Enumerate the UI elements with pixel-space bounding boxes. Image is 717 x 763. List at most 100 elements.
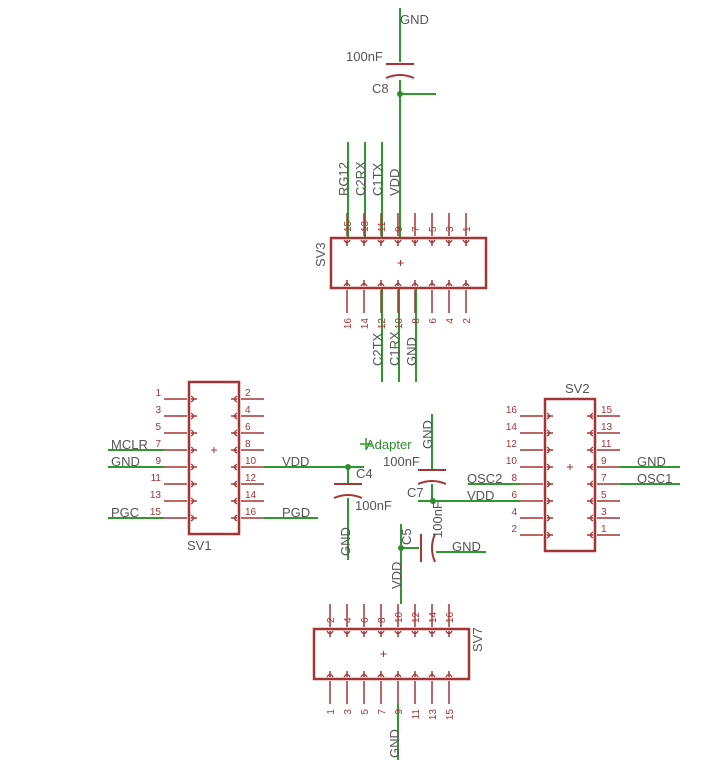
sv3-pin-number: 5 [428, 226, 439, 232]
sv7-body [312, 627, 471, 681]
sv7-pin-number: 14 [428, 611, 439, 623]
sv1-pin-number: 3 [155, 405, 161, 416]
c4-plate [333, 494, 363, 499]
c4-value: 100nF [355, 498, 392, 513]
sv7-pin-number: 4 [343, 617, 354, 623]
sv1-pin-number: 10 [245, 456, 257, 467]
sv7-pin-number: 7 [377, 709, 388, 715]
labels: Adapter SV1 SV2 SV3 SV7 100nF C8 C4 100n… [111, 12, 672, 758]
sv2-pin-number: 5 [601, 490, 607, 501]
sv3-pin-number: 3 [445, 226, 456, 232]
junction-dot [398, 545, 404, 551]
sv7-pin-number: 13 [428, 709, 439, 721]
net-vdd-sv1: VDD [282, 454, 309, 469]
sv2-pin-number: 6 [511, 490, 517, 501]
sv7-pin-number: 15 [445, 709, 456, 721]
sv3-pin-number: 10 [394, 318, 405, 330]
sv7-pin-number: 3 [343, 709, 354, 715]
net-c1rx: C1RX [387, 331, 402, 366]
sv1-pin-number: 11 [151, 473, 162, 484]
sv3-pin-number: 7 [411, 226, 422, 232]
sv2-pin-number: 7 [601, 473, 607, 484]
sv7-pin-number: 6 [360, 617, 371, 623]
sv2-pin-number: 11 [601, 439, 612, 450]
net-c1tx: C1TX [370, 162, 385, 196]
sv2-pin-number: 8 [511, 473, 517, 484]
sv7-pin-number: 2 [326, 617, 337, 623]
net-gnd-sv2: GND [637, 454, 666, 469]
c5-value: 100nF [430, 501, 445, 538]
sv2-pin-number: 10 [506, 456, 518, 467]
sv2-pin-number: 9 [601, 456, 607, 467]
sv1-pin-number: 16 [245, 507, 257, 518]
net-gnd-sv1: GND [111, 454, 140, 469]
sv2-pin-number: 16 [506, 405, 518, 416]
sv1-pin-number: 15 [150, 507, 162, 518]
sv3-pin-number: 12 [377, 318, 388, 330]
c4-name: C4 [356, 466, 373, 481]
wires [108, 8, 680, 760]
schematic-title: Adapter [366, 437, 412, 452]
sv7-pin-number: 16 [445, 611, 456, 623]
sv3-label: SV3 [313, 242, 328, 267]
sv3-pin-number: 15 [343, 220, 354, 232]
sv2-pin-number: 15 [601, 405, 613, 416]
sv7-pin-number: 9 [394, 709, 405, 715]
net-gnd-c7: GND [420, 420, 435, 449]
sv1-pin-number: 7 [155, 439, 161, 450]
parts [164, 63, 620, 704]
sv1-pin-number: 1 [155, 388, 161, 399]
net-vdd-sv7: VDD [389, 562, 404, 589]
c5-plate [431, 533, 436, 563]
sv2-pin-number: 12 [506, 439, 518, 450]
sv3-pin-number: 16 [343, 318, 354, 330]
net-gnd-c4: GND [338, 527, 353, 556]
net-vdd-sv3: VDD [387, 169, 402, 196]
sv7-pin-number: 11 [411, 709, 422, 720]
sv7-pin-number: 5 [360, 709, 371, 715]
wire-vdd-sv1 [264, 466, 349, 484]
sv1-pin-number: 6 [245, 422, 251, 433]
sv3-pin-number: 13 [360, 220, 371, 232]
sv2-body [543, 397, 597, 553]
sv7-label: SV7 [470, 627, 485, 652]
c8-plate [385, 74, 415, 79]
sv7-pin-number: 10 [394, 611, 405, 623]
net-c2tx: C2TX [370, 332, 385, 366]
sv2-pin-number: 4 [511, 507, 517, 518]
net-pgd: PGD [282, 505, 310, 520]
net-gnd-c5: GND [452, 539, 481, 554]
sv3-pin-number: 14 [360, 318, 371, 330]
sv2-pin-number: 3 [601, 507, 607, 518]
sv1-pin-number: 5 [155, 422, 161, 433]
sv1-label: SV1 [187, 538, 212, 553]
sv2-pin-number: 14 [506, 422, 518, 433]
c7-name: C7 [407, 485, 424, 500]
sv7-pin-number: 12 [411, 611, 422, 623]
sv3-pin-number: 2 [462, 318, 473, 324]
net-vdd-sv2: VDD [467, 488, 494, 503]
net-c2rx-top: C2RX [353, 161, 368, 196]
c8-value: 100nF [346, 49, 383, 64]
junction-dot [345, 464, 351, 470]
sv3-pin-number: 8 [411, 318, 422, 324]
sv3-pin-number: 4 [445, 318, 456, 324]
net-pgc: PGC [111, 505, 139, 520]
net-rg12: RG12 [336, 162, 351, 196]
junction-dot [430, 498, 436, 504]
sv3-pin-number: 1 [462, 226, 473, 232]
sv1-pin-number: 14 [245, 490, 257, 501]
sv3-pin-number: 9 [394, 226, 405, 232]
sv7-pin-number: 1 [326, 709, 337, 715]
sv7-pin-number: 8 [377, 617, 388, 623]
net-osc2: OSC2 [467, 471, 502, 486]
c8-name: C8 [372, 81, 389, 96]
sv3-body [329, 236, 488, 290]
c7-value-top: 100nF [383, 454, 420, 469]
net-gnd-top: GND [400, 12, 429, 27]
sv3-pin-number: 6 [428, 318, 439, 324]
sv1-body [187, 380, 241, 536]
sv1-pin-number: 8 [245, 439, 251, 450]
net-gnd-sv3: GND [404, 337, 419, 366]
